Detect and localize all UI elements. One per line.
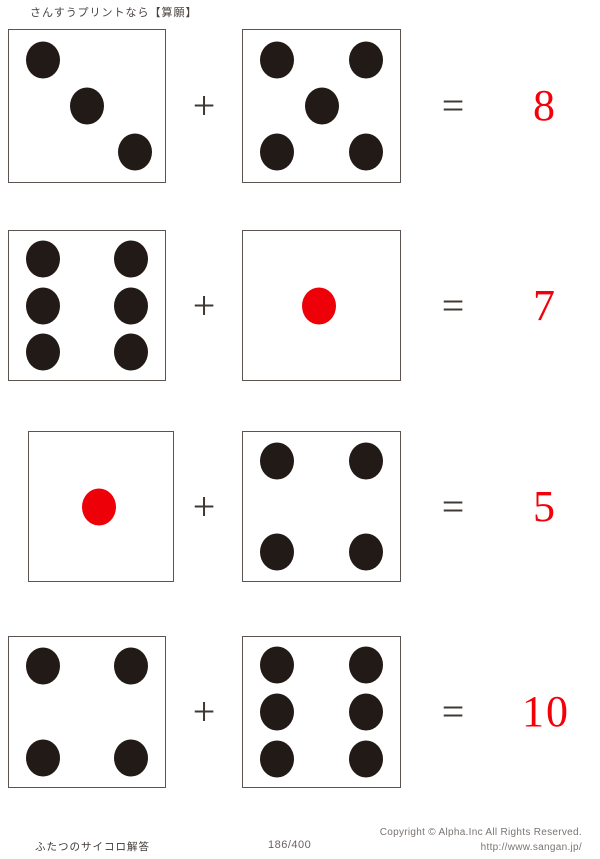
die-pip bbox=[114, 739, 149, 777]
operator-plus: + bbox=[192, 83, 216, 128]
die-pip bbox=[259, 533, 294, 571]
die-pip bbox=[349, 693, 384, 731]
die-face bbox=[243, 637, 400, 787]
footer-title: ふたつのサイコロ解答 bbox=[35, 841, 150, 853]
die-right bbox=[242, 431, 401, 582]
die-pip bbox=[114, 333, 149, 371]
die-face bbox=[9, 231, 165, 380]
problem-row: + = 7 bbox=[0, 224, 600, 384]
die-pip bbox=[114, 287, 149, 324]
operator-equals: = bbox=[441, 83, 465, 128]
die-pip bbox=[117, 133, 152, 171]
problem-row: + = 10 bbox=[0, 630, 600, 790]
operator-plus: + bbox=[192, 689, 216, 734]
die-pip bbox=[114, 647, 149, 685]
page-footer: ふたつのサイコロ解答 186/400 Copyright © Alpha.Inc… bbox=[0, 806, 600, 859]
answer-value: 10 bbox=[522, 687, 570, 736]
die-pip bbox=[304, 87, 339, 125]
worksheet-rows: + = 8 + = 7 + = 5 + = 10 bbox=[0, 23, 600, 790]
die-pip bbox=[25, 240, 60, 278]
answer-value: 8 bbox=[533, 81, 557, 130]
die-pip bbox=[259, 646, 294, 684]
die-pip bbox=[259, 442, 294, 480]
die-pip-red bbox=[302, 287, 337, 324]
operator-equals: = bbox=[441, 282, 465, 328]
die-pip bbox=[349, 740, 384, 778]
operator-equals: = bbox=[441, 483, 465, 529]
die-pip bbox=[349, 646, 384, 684]
die-left bbox=[8, 230, 166, 381]
die-pip bbox=[25, 739, 60, 777]
footer-page-number: 186/400 bbox=[268, 839, 312, 851]
problem-row: + = 5 bbox=[0, 425, 600, 585]
die-pip bbox=[25, 41, 60, 79]
die-pip bbox=[25, 333, 60, 371]
die-pip bbox=[259, 740, 294, 778]
die-pip bbox=[25, 647, 60, 685]
die-pip bbox=[349, 442, 384, 480]
header-title: さんすうプリントなら【算願】 bbox=[30, 7, 198, 19]
die-pip bbox=[259, 133, 294, 171]
die-pip bbox=[25, 287, 60, 324]
die-face bbox=[243, 30, 400, 182]
footer-copyright: Copyright © Alpha.Inc All Rights Reserve… bbox=[379, 827, 582, 838]
die-right bbox=[242, 29, 401, 183]
die-pip bbox=[114, 240, 149, 278]
die-right bbox=[242, 636, 401, 788]
answer-value: 7 bbox=[533, 280, 557, 330]
die-face bbox=[29, 432, 173, 581]
die-pip bbox=[349, 533, 384, 571]
operator-equals: = bbox=[441, 689, 465, 734]
operator-plus: + bbox=[192, 483, 216, 529]
answer-value: 5 bbox=[533, 481, 557, 531]
footer-url[interactable]: http://www.sangan.jp/ bbox=[480, 842, 582, 853]
die-face bbox=[243, 231, 400, 380]
die-pip bbox=[349, 41, 384, 79]
page-header: さんすうプリントなら【算願】 bbox=[0, 0, 600, 24]
die-right bbox=[242, 230, 401, 381]
die-pip bbox=[259, 693, 294, 731]
die-face bbox=[9, 30, 165, 182]
die-pip bbox=[259, 41, 294, 79]
problem-row: + = 8 bbox=[0, 23, 600, 183]
die-face bbox=[9, 637, 165, 787]
die-pip-red bbox=[81, 488, 116, 525]
die-pip bbox=[70, 87, 104, 125]
die-left bbox=[28, 431, 174, 582]
die-pip bbox=[349, 133, 384, 171]
die-face bbox=[243, 432, 400, 581]
die-left bbox=[8, 636, 166, 788]
die-left bbox=[8, 29, 166, 183]
operator-plus: + bbox=[192, 282, 216, 328]
